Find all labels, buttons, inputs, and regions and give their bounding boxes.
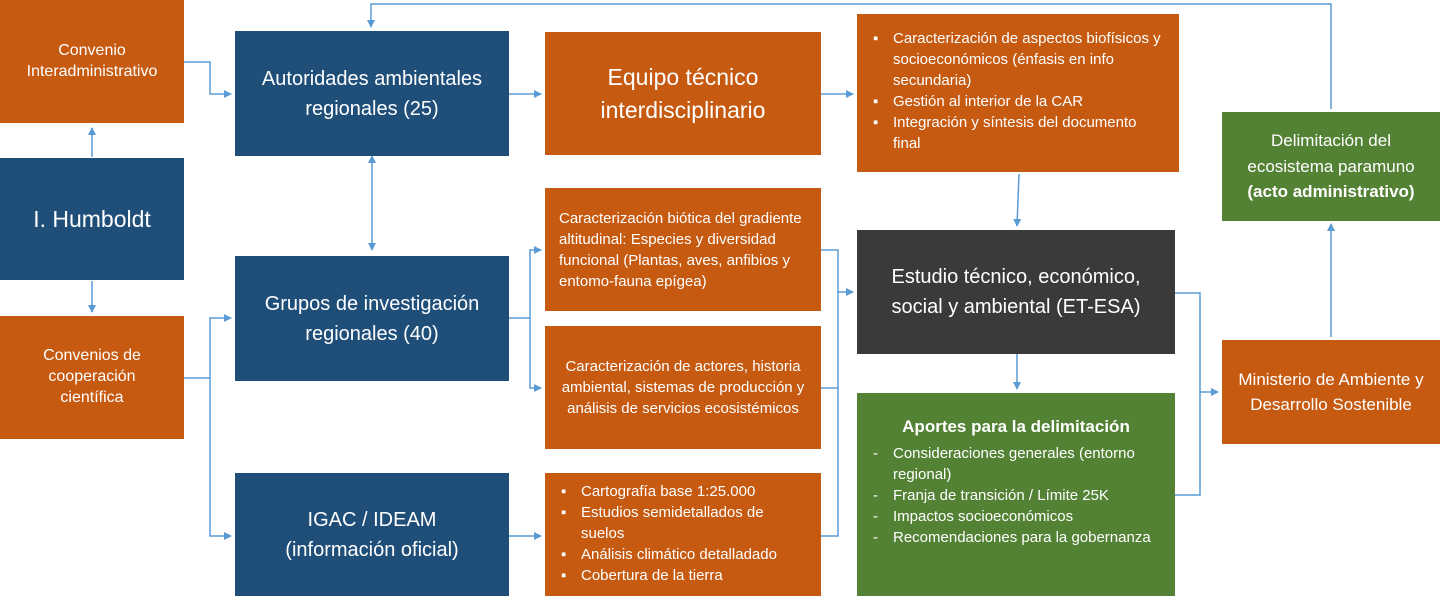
aportes-box: Aportes para la delimitación Consideraci… <box>857 393 1175 596</box>
arrow-convenio-autoridades <box>184 61 232 98</box>
line-aportes-ministerio <box>1175 392 1201 496</box>
arrow-delimitacion-autoridades <box>367 3 1332 109</box>
list-item: Cartografía base 1:25.000 <box>559 481 809 502</box>
equipo-box: Equipo técnico interdisciplinario <box>545 32 821 155</box>
list-item: Caracterización de aspectos biofísicos y… <box>871 28 1165 91</box>
line-igaclista-estudio <box>821 388 839 537</box>
igac-label: IGAC / IDEAM (información oficial) <box>285 508 459 561</box>
caracterizacion-biotica-box: Caracterización biótica del gradiente al… <box>545 188 821 311</box>
line-actores-estudio <box>821 292 839 389</box>
list-item: Impactos socioeconómicos <box>871 506 1161 527</box>
ministerio-box: Ministerio de Ambiente y Desarrollo Sost… <box>1222 340 1440 444</box>
estudio-box: Estudio técnico, económico, social y amb… <box>857 230 1175 354</box>
delimitacion-box: Delimitación del ecosistema paramuno (ac… <box>1222 112 1440 221</box>
list-item: Consideraciones generales (entorno regio… <box>871 443 1161 485</box>
arrow-coop-igac <box>209 378 232 540</box>
convenios-cooperacion-label: Convenios de cooperación científica <box>43 347 141 406</box>
ministerio-label: Ministerio de Ambiente y Desarrollo Sost… <box>1238 369 1424 415</box>
caracterizacion-actores-box: Caracterización de actores, historia amb… <box>545 326 821 449</box>
arrow-biotica-estudio <box>821 249 854 296</box>
list-item: Integración y síntesis del documento fin… <box>871 112 1165 154</box>
equipo-details-box: Caracterización de aspectos biofísicos y… <box>857 14 1179 172</box>
arrow-lista-estudio <box>1013 173 1022 227</box>
humboldt-box: I. Humboldt <box>0 158 184 280</box>
autoridades-box: Autoridades ambientales regionales (25) <box>235 31 509 156</box>
igac-details-box: Cartografía base 1:25.000 Estudios semid… <box>545 473 821 596</box>
caracterizacion-actores-label: Caracterización de actores, historia amb… <box>561 358 805 417</box>
delimitacion-acto-label: (acto administrativo) <box>1247 182 1415 202</box>
autoridades-label: Autoridades ambientales regionales (25) <box>261 67 483 120</box>
convenio-interadministrativo-box: Convenio Interadministrativo <box>0 0 184 123</box>
arrow-grupos-actores <box>529 318 542 392</box>
list-item: Análisis climático detalladado <box>559 544 809 565</box>
arrow-grupos-biotica <box>509 246 542 319</box>
grupos-label: Grupos de investigación regionales (40) <box>264 292 480 345</box>
convenios-cooperacion-box: Convenios de cooperación científica <box>0 316 184 439</box>
igac-box: IGAC / IDEAM (información oficial) <box>235 473 509 596</box>
list-item: Franja de transición / Límite 25K <box>871 485 1161 506</box>
convenio-interadministrativo-label: Convenio Interadministrativo <box>26 41 158 80</box>
list-item: Gestión al interior de la CAR <box>871 91 1165 112</box>
grupos-box: Grupos de investigación regionales (40) <box>235 256 509 381</box>
caracterizacion-biotica-label: Caracterización biótica del gradiente al… <box>559 209 802 290</box>
humboldt-label: I. Humboldt <box>33 205 151 232</box>
list-item: Estudios semidetallados de suelos <box>559 502 809 544</box>
aportes-title: Aportes para la delimitación <box>902 417 1130 436</box>
list-item: Cobertura de la tierra <box>559 565 809 586</box>
arrow-coop-grupos <box>184 314 232 379</box>
equipo-label: Equipo técnico interdisciplinario <box>600 64 766 123</box>
line-estudio-ministerio <box>1175 292 1201 392</box>
estudio-label: Estudio técnico, económico, social y amb… <box>891 266 1141 318</box>
list-item: Recomendaciones para la gobernanza <box>871 527 1161 548</box>
delimitacion-label: Delimitación del ecosistema paramuno <box>1247 131 1415 176</box>
